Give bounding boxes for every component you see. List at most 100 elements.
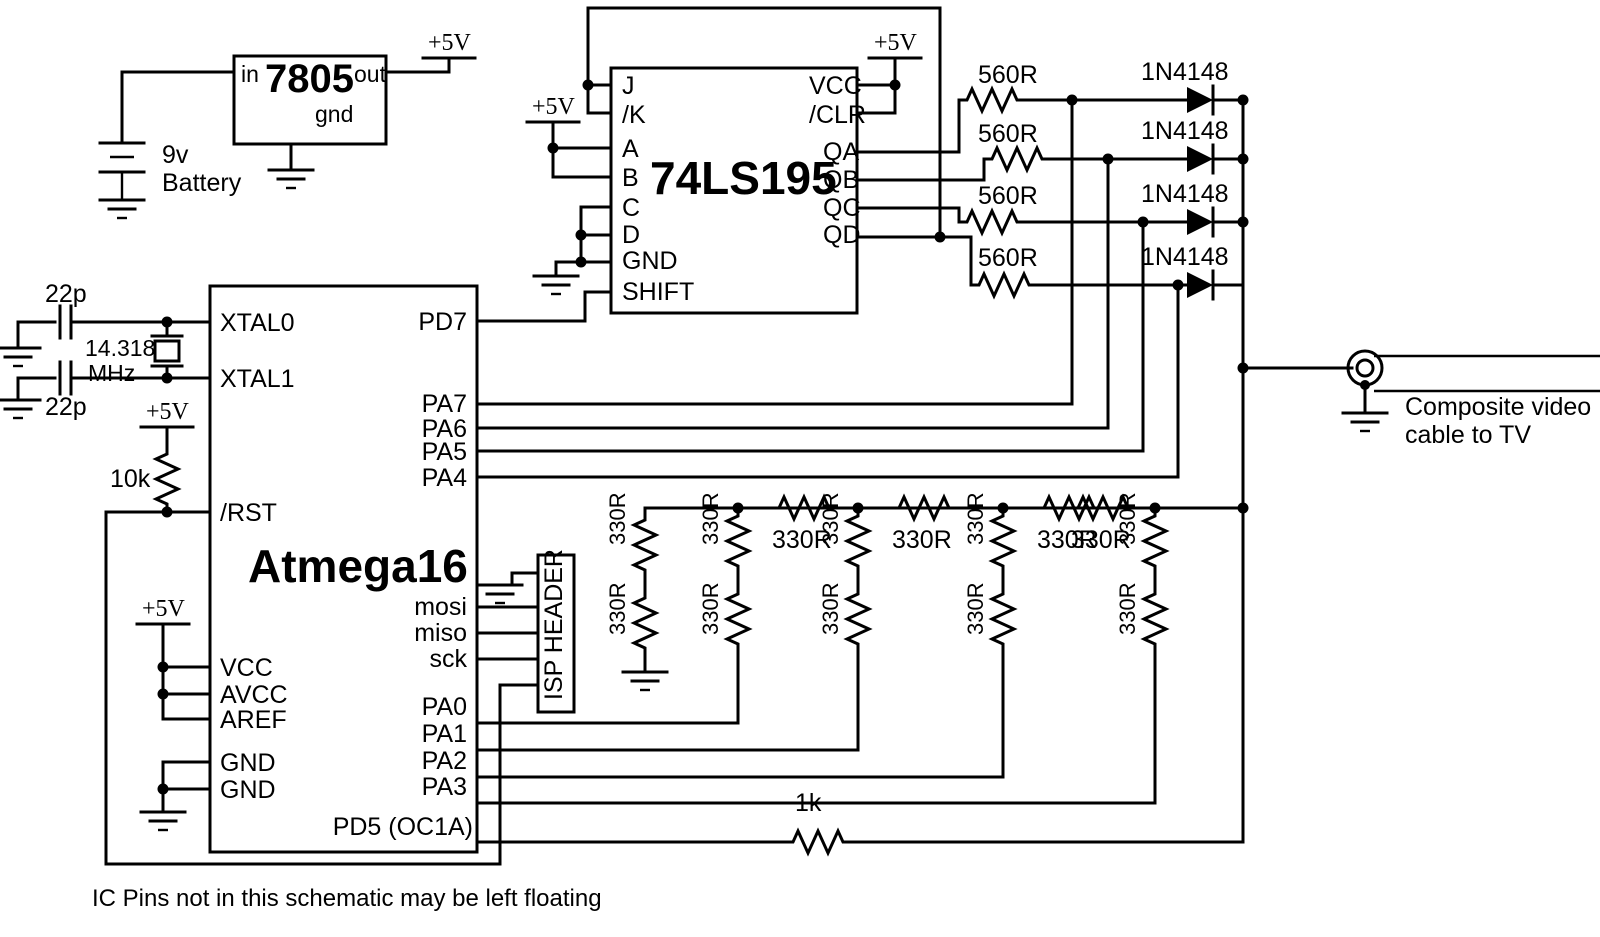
rail-5v-reset-label: +5V — [146, 399, 190, 425]
resistor-1k-label: 1k — [795, 789, 822, 817]
ladder-s3-upper-label: 330R — [1115, 492, 1140, 545]
pin-label-d: D — [622, 221, 640, 249]
rail-5v-195-label: +5V — [874, 30, 918, 56]
junction-mcu-gnd — [157, 783, 169, 795]
mcu-pin-pa7: PA7 — [422, 390, 467, 418]
r2r-ladder-group: 330R 330R 330R 330R 330R 330R 330R 330R … — [475, 492, 1249, 805]
wire-ab-tie — [551, 146, 613, 179]
junction-xtal0 — [161, 316, 173, 328]
wire-pa7 — [475, 98, 1074, 406]
diode-1n4148-1 — [1171, 84, 1231, 116]
mcu-pin-pa4: PA4 — [422, 464, 467, 492]
pin-label-b: B — [622, 164, 639, 192]
regulator-pin-in: in — [241, 61, 259, 87]
resistor-330r-s2-lower — [990, 584, 1016, 654]
mcu-pin-pd5: PD5 (OC1A) — [333, 813, 473, 841]
resistor-560r-2 — [982, 146, 1052, 172]
power-supply-group: 9v Battery in 7805 out gnd +5V — [98, 30, 477, 220]
wire-s0-to-pa0 — [475, 650, 740, 725]
junction-ab — [547, 142, 559, 154]
mcu-pin-rst: /RST — [220, 499, 277, 527]
pin-label-gnd: GND — [622, 247, 678, 275]
ladder-s1-upper-label: 330R — [818, 492, 843, 545]
mcu-pin-gnd1: GND — [220, 749, 276, 777]
ground-symbol-capbot — [0, 398, 42, 420]
shift-register-group: 74LS195 J /K A B C D GND SHIFT VCC /CLR … — [475, 6, 942, 323]
pin-label-qa: QA — [823, 138, 859, 166]
diode-3-label: 1N4148 — [1141, 180, 1229, 208]
sync-mix-network: 560R 1N4148 560R 1N4148 560R 1N4148 560R… — [855, 58, 1249, 510]
regulator-pin-gnd: gnd — [315, 101, 353, 127]
ladder-term-upper-label: 330R — [605, 492, 630, 545]
ladder-s1-lower-label: 330R — [818, 582, 843, 635]
battery-label-line1: 9v — [162, 141, 189, 169]
rca-jack-inner — [1355, 358, 1375, 378]
crystal-body — [153, 339, 181, 363]
wire-qa-out — [855, 98, 961, 154]
wire-rail-to-aref — [161, 622, 212, 721]
junction-jk — [582, 79, 594, 91]
ladder-s2-lower-label: 330R — [963, 582, 988, 635]
diode-1-label: 1N4148 — [1141, 58, 1229, 86]
ic-atmega16-body — [208, 284, 479, 854]
mcu-group: Atmega16 XTAL0 XTAL1 /RST VCC AVCC AREF … — [135, 284, 479, 854]
pin-label-c: C — [622, 194, 640, 222]
resistor-330r-s0-lower — [725, 584, 751, 654]
wire-gnd1 — [161, 760, 212, 814]
resistor-560r-2-label: 560R — [978, 120, 1038, 148]
crystal-group: 22p 22p 14.318 MHz — [0, 280, 198, 421]
ic-atmega16-name: Atmega16 — [248, 540, 468, 592]
mcu-pin-gnd2: GND — [220, 776, 276, 804]
junction-ladder-n3 — [1149, 502, 1161, 514]
junction-vcc195 — [889, 79, 901, 91]
ladder-s0-upper-label: 330R — [698, 492, 723, 545]
wire-pa4 — [475, 283, 1180, 479]
pin-label-qd: QD — [823, 221, 861, 249]
pin-label-j: J — [622, 72, 635, 100]
wire-shift-to-pd7 — [475, 290, 613, 323]
cap-bottom-label: 22p — [45, 393, 87, 421]
resistor-560r-1-label: 560R — [978, 61, 1038, 89]
video-out-label-line2: cable to TV — [1405, 421, 1531, 449]
mcu-pin-pa1: PA1 — [422, 720, 467, 748]
ground-symbol-jack — [1341, 411, 1389, 433]
ic-74ls195-name: 74LS195 — [650, 152, 837, 204]
wire-isp-reset — [498, 683, 540, 866]
resistor-10k-label: 10k — [110, 465, 151, 493]
pa-high-routing — [475, 98, 1180, 479]
mcu-pin-aref: AREF — [220, 706, 287, 734]
mcu-pin-miso: miso — [414, 619, 467, 647]
pin-label-a: A — [622, 135, 639, 163]
ground-symbol-captop — [0, 346, 42, 368]
cap-top-label: 22p — [45, 280, 87, 308]
junction-qd-feedback — [934, 231, 946, 243]
pin-label-nclr: /CLR — [809, 101, 866, 129]
resistor-560r-3 — [957, 209, 1027, 235]
junction-vcc — [157, 661, 169, 673]
junction-ladder-n0 — [732, 502, 744, 514]
junction-ladder-n1 — [852, 502, 864, 514]
footer-note: IC Pins not in this schematic may be lef… — [92, 885, 602, 912]
pin-label-vcc: VCC — [809, 72, 862, 100]
video-output-group: Composite video cable to TV — [1237, 349, 1600, 449]
video-out-label-line1: Composite video — [1405, 393, 1591, 421]
rail-5v-ab-label: +5V — [532, 94, 576, 120]
resistor-330r-s1-lower — [845, 584, 871, 654]
wire-vcc-clr-tie — [855, 83, 897, 115]
rail-5v-reg-label: +5V — [428, 30, 472, 56]
ground-symbol-isp — [476, 583, 524, 605]
ladder-s0-lower-label: 330R — [698, 582, 723, 635]
resistor-330r-s2-upper — [990, 506, 1016, 576]
wire-isp-gnd — [510, 571, 540, 587]
wire-pa6 — [475, 157, 1110, 430]
wire-qb-out — [855, 157, 986, 182]
wire-qc-out — [855, 206, 961, 224]
crystal-freq-line1: 14.318 — [85, 335, 155, 361]
mcu-pin-mosi: mosi — [414, 593, 467, 621]
wire-s1-to-pa1 — [475, 650, 860, 752]
resistor-330r-s0-upper — [725, 506, 751, 576]
ladder-series-3-label: 330R — [1037, 526, 1097, 554]
regulator-7805-body — [232, 54, 388, 146]
